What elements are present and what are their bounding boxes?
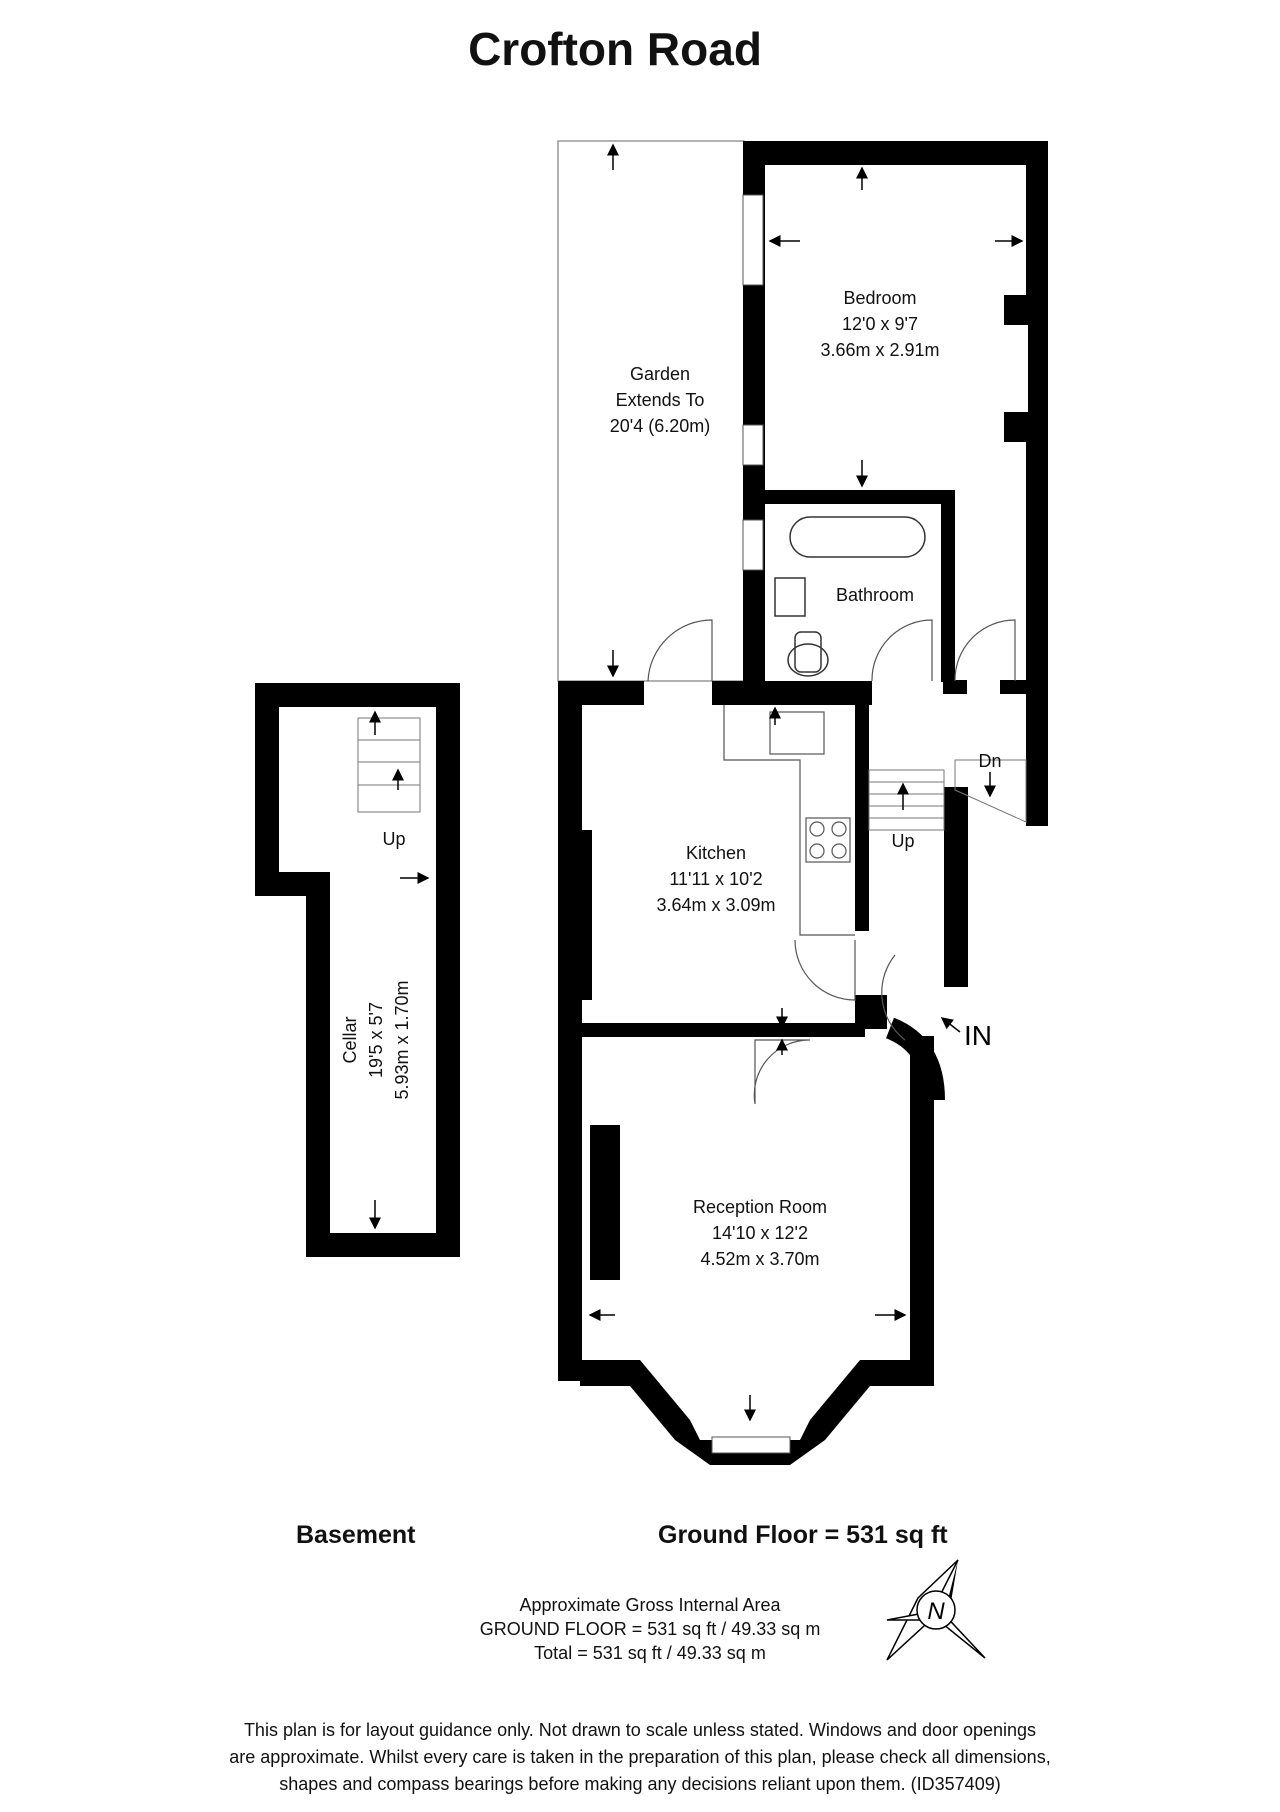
cellar-walls bbox=[255, 683, 460, 1257]
area-line3: Total = 531 sq ft / 49.33 sq m bbox=[534, 1643, 766, 1663]
bedroom-walls bbox=[743, 141, 1048, 826]
ground-stairs bbox=[868, 759, 1027, 831]
ground-up-label: Up bbox=[891, 831, 914, 851]
kitchen-name: Kitchen bbox=[686, 843, 746, 863]
disclaimer-line1: This plan is for layout guidance only. N… bbox=[243, 1720, 1037, 1740]
basement-floor-label: Basement bbox=[296, 1521, 416, 1549]
compass-icon: N bbox=[886, 1559, 986, 1661]
cellar-imperial: 19'5 x 5'7 bbox=[366, 1002, 386, 1078]
bedroom-metric: 3.66m x 2.91m bbox=[820, 340, 939, 360]
bathroom-fixtures bbox=[774, 516, 926, 677]
garden-line3: 20'4 (6.20m) bbox=[610, 416, 711, 436]
disclaimer-line3: shapes and compass bearings before makin… bbox=[279, 1774, 1001, 1794]
reception-name: Reception Room bbox=[693, 1197, 827, 1217]
bedroom-imperial: 12'0 x 9'7 bbox=[842, 314, 918, 334]
basement-up-label: Up bbox=[382, 829, 405, 849]
area-summary: Approximate Gross Internal Area GROUND F… bbox=[380, 1593, 920, 1665]
kitchen-imperial: 11'11 x 10'2 bbox=[669, 869, 762, 889]
area-line1: Approximate Gross Internal Area bbox=[519, 1595, 781, 1615]
kitchen-metric: 3.64m x 3.09m bbox=[656, 895, 775, 915]
bedroom-name: Bedroom bbox=[843, 288, 916, 308]
entrance-label: IN bbox=[964, 1020, 992, 1051]
cellar-name: Cellar bbox=[340, 1016, 360, 1063]
garden-area bbox=[557, 140, 745, 682]
plan-title: Crofton Road bbox=[468, 23, 762, 75]
cellar-metric: 5.93m x 1.70m bbox=[392, 980, 412, 1099]
cellar-stairs bbox=[357, 717, 421, 813]
area-line2: GROUND FLOOR = 531 sq ft / 49.33 sq m bbox=[479, 1619, 821, 1639]
bay-window-centre bbox=[711, 1436, 791, 1454]
garden-line2: Extends To bbox=[616, 390, 705, 410]
ground-floor-walls bbox=[558, 681, 968, 1386]
garden-line1: Garden bbox=[630, 364, 690, 384]
ground-floor-label: Ground Floor = 531 sq ft bbox=[658, 1521, 948, 1549]
bathroom-name: Bathroom bbox=[836, 585, 914, 605]
room-labels: Bedroom 12'0 x 9'7 3.66m x 2.91m Garden … bbox=[382, 288, 1001, 1269]
cellar-label: Cellar 19'5 x 5'7 5.93m x 1.70m bbox=[340, 980, 412, 1099]
disclaimer-line2: are approximate. Whilst every care is ta… bbox=[229, 1747, 1051, 1767]
reception-bay-wall bbox=[580, 1360, 934, 1465]
ground-down-label: Dn bbox=[978, 751, 1001, 771]
compass-letter: N bbox=[927, 1598, 945, 1625]
reception-metric: 4.52m x 3.70m bbox=[700, 1249, 819, 1269]
disclaimer: This plan is for layout guidance only. N… bbox=[150, 1717, 1130, 1798]
reception-curved-wall bbox=[885, 1017, 945, 1101]
kitchen-fittings bbox=[723, 705, 855, 936]
bedroom-windows bbox=[742, 194, 764, 571]
door-swings bbox=[647, 619, 1016, 1105]
dimension-arrows bbox=[283, 143, 1024, 1422]
reception-imperial: 14'10 x 12'2 bbox=[712, 1223, 808, 1243]
